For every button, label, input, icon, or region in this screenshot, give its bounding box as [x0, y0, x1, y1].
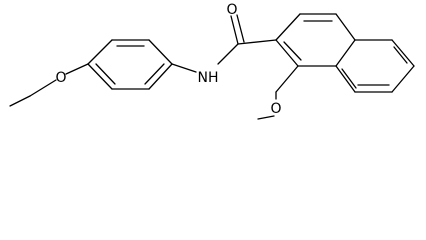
molecule-canvas: O NH O O — [9, 2, 415, 120]
double-bond-line — [95, 63, 116, 85]
amide-nh-label: NH — [198, 70, 219, 86]
bond — [148, 63, 173, 90]
methoxy-oxygen-label: O — [270, 101, 281, 117]
bond — [237, 39, 277, 45]
bond — [391, 65, 415, 93]
double-bond-line — [393, 46, 408, 64]
bond — [335, 13, 356, 41]
double-bond-line — [341, 68, 357, 89]
bond — [257, 115, 275, 120]
ether-oxygen-label: O — [55, 70, 66, 86]
bond — [87, 63, 113, 90]
bond — [217, 43, 239, 65]
methoxy-group — [257, 65, 299, 120]
ethyl-group — [9, 63, 89, 107]
structure-drawing: O NH O O — [9, 2, 415, 120]
bond — [275, 13, 301, 41]
double-bond-line — [144, 63, 165, 85]
bond — [87, 39, 113, 65]
bond — [230, 15, 239, 45]
bond — [275, 39, 299, 67]
naphthalene-ring-a — [275, 13, 356, 67]
bond — [335, 39, 356, 67]
bond — [335, 65, 356, 93]
double-bond-line — [283, 41, 302, 61]
bond — [148, 39, 173, 65]
phenyl-ring — [87, 39, 173, 90]
bond — [391, 39, 415, 67]
carbonyl-oxygen-label: O — [226, 2, 237, 18]
bond — [171, 63, 197, 73]
bond — [65, 63, 89, 75]
double-bond-line — [236, 14, 245, 43]
amide-linkage — [171, 14, 277, 73]
naphthalene-ring-b — [335, 39, 415, 93]
bond — [275, 65, 299, 93]
bond — [29, 79, 57, 97]
bond — [9, 95, 31, 107]
